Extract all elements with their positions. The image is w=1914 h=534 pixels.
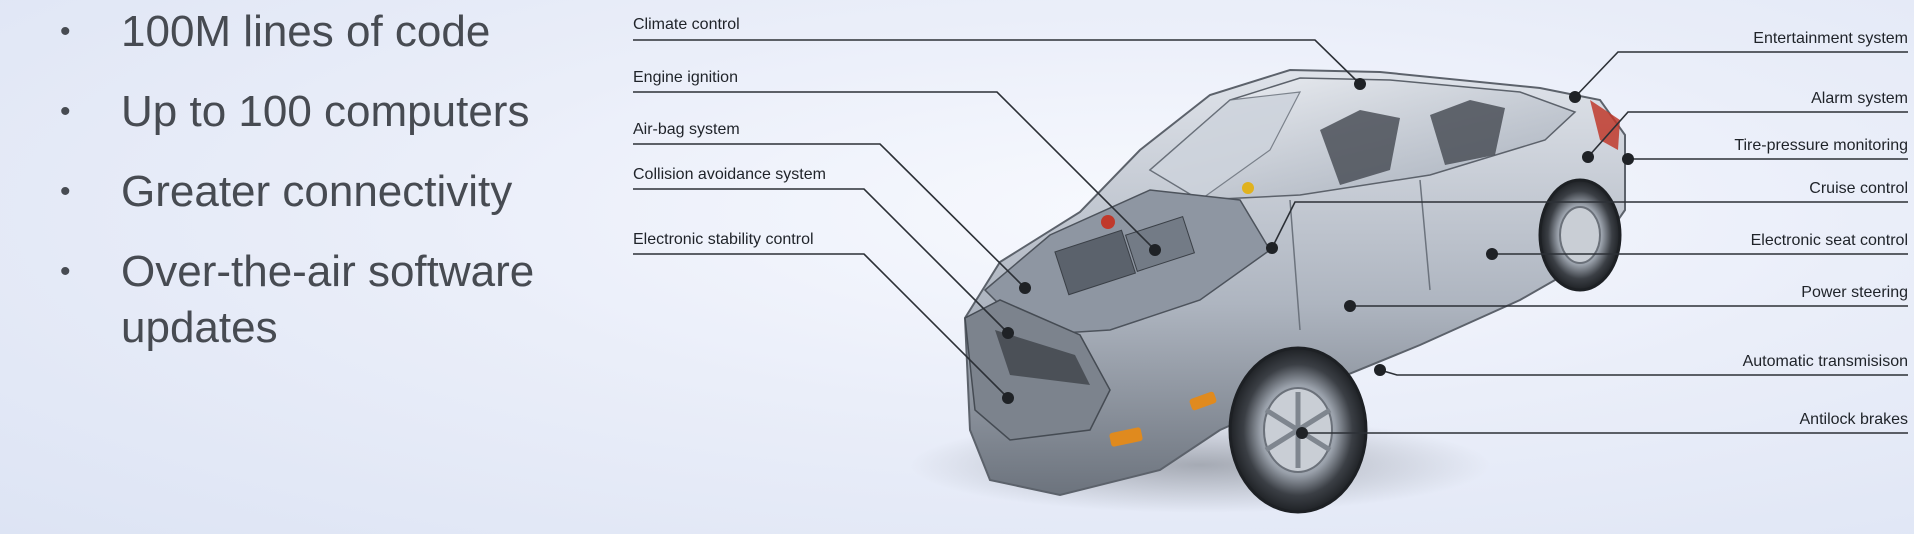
label-electronic-stability-control: Electronic stability control [633, 231, 814, 248]
bullet-text: 100M lines of code [121, 7, 491, 56]
leader-dots [1002, 78, 1634, 439]
label-entertainment-system: Entertainment system [1753, 30, 1908, 47]
bullet-marker: • [60, 95, 71, 128]
label-electronic-seat-control: Electronic seat control [1750, 232, 1908, 249]
label-cruise-control: Cruise control [1809, 180, 1908, 197]
label-automatic-transmission: Automatic transmisison [1742, 353, 1908, 370]
label-air-bag-system: Air-bag system [633, 121, 740, 138]
label-power-steering: Power steering [1801, 284, 1908, 301]
label-collision-avoidance-system: Collision avoidance system [633, 166, 826, 183]
car-body [963, 68, 1626, 497]
rear-wheel [1538, 178, 1622, 292]
label-engine-ignition: Engine ignition [633, 69, 738, 86]
bullet-text: Up to 100 computers [121, 87, 530, 136]
label-tire-pressure-monitoring: Tire-pressure monitoring [1734, 137, 1908, 154]
label-climate-control: Climate control [633, 16, 740, 33]
bullet-text: Greater connectivity [121, 167, 513, 216]
leader-lines [633, 39, 1908, 434]
label-antilock-brakes: Antilock brakes [1799, 411, 1909, 428]
bullet-marker: • [60, 255, 71, 288]
label-alarm-system: Alarm system [1811, 90, 1908, 107]
bullet-marker: • [60, 15, 71, 48]
bullet-marker: • [60, 175, 71, 208]
bullet-text: Over-the-air software updates [121, 247, 535, 352]
